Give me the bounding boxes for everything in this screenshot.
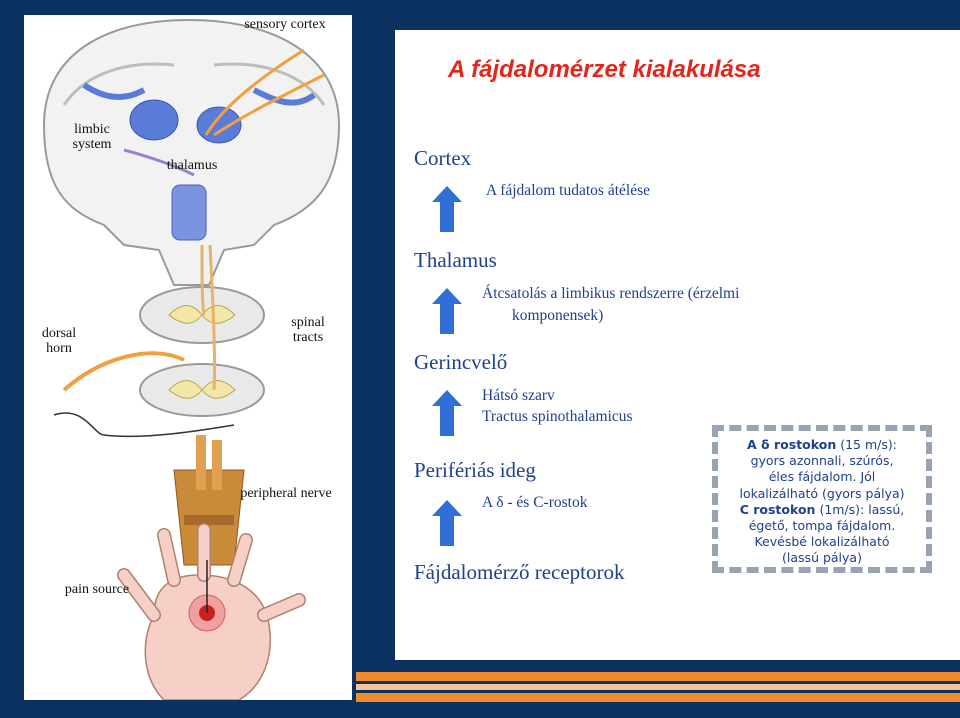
- level-cortex: Cortex: [414, 146, 472, 170]
- level-thalamus-description-line2: komponensek): [512, 307, 604, 324]
- slide-title: A fájdalomérzet kialakulása: [448, 56, 761, 83]
- level-thalamus-description-line1: Átcsatolás a limbikus rendszerre (érzelm…: [482, 285, 740, 302]
- level-spinal-description-line2: Tractus spinothalamicus: [482, 408, 633, 425]
- note-c-label: C rostokon: [739, 501, 816, 517]
- hand-drawing: [117, 523, 306, 700]
- level-spinal-description-line1: Hátsó szarv: [482, 387, 555, 404]
- up-arrow-icon: [432, 288, 462, 334]
- label-spinal-tracts: spinal tracts: [291, 315, 325, 345]
- limbic-structure-right: [196, 106, 242, 144]
- footer-stripe-orange-bottom: [356, 693, 960, 702]
- note-c-speed: (1m/s): lassú,: [819, 501, 905, 517]
- label-peripheral-nerve: peripheral nerve: [240, 486, 332, 501]
- up-arrow-icon: [432, 390, 462, 436]
- footer-stripe-light: [356, 684, 960, 690]
- note-a-delta-line2: gyors azonnali, szúrós,: [750, 453, 894, 469]
- label-pain-source: pain source: [64, 582, 130, 597]
- level-peripheral-nerve: Perifériás ideg: [414, 458, 536, 482]
- pain-pathway-illustration: sensory cortex limbic system thalamus do…: [24, 15, 352, 700]
- level-thalamus: Thalamus: [414, 248, 497, 272]
- label-limbic-system: limbic system: [72, 122, 112, 152]
- spinal-cord-section-lower: [139, 363, 265, 417]
- note-a-delta-line3: éles fájdalom. Jól: [768, 469, 876, 485]
- level-cortex-description: A fájdalom tudatos átélése: [486, 182, 650, 199]
- note-a-delta-speed: (15 m/s):: [840, 437, 897, 452]
- label-dorsal-horn: dorsal horn: [41, 326, 77, 356]
- pain-pathway-drawing: [42, 18, 341, 700]
- footer-stripe-orange: [356, 672, 960, 681]
- level-receptors: Fájdalomérző receptorok: [414, 560, 625, 584]
- note-c-line4: (lassú pálya): [782, 550, 862, 566]
- level-peripheral-description: A δ - és C-rostok: [482, 494, 588, 511]
- up-arrow-icon: [432, 186, 462, 232]
- up-arrow-icon: [432, 500, 462, 546]
- label-sensory-cortex: sensory cortex: [244, 17, 326, 32]
- note-c-line2: égető, tompa fájdalom.: [748, 518, 896, 534]
- limbic-structure-left: [129, 99, 179, 141]
- note-c-line3: Kevésbé lokalizálható: [754, 534, 890, 550]
- fiber-speed-note: A δ rostokon (15 m/s): gyors azonnali, s…: [712, 425, 932, 573]
- brainstem: [171, 184, 207, 241]
- note-a-delta-label: A δ rostokon: [747, 437, 837, 452]
- level-spinal-cord: Gerincvelő: [414, 350, 508, 374]
- note-a-delta-line4: lokalizálható (gyors pálya): [739, 485, 905, 501]
- label-thalamus: thalamus: [166, 158, 218, 173]
- brain-outline: [42, 18, 341, 286]
